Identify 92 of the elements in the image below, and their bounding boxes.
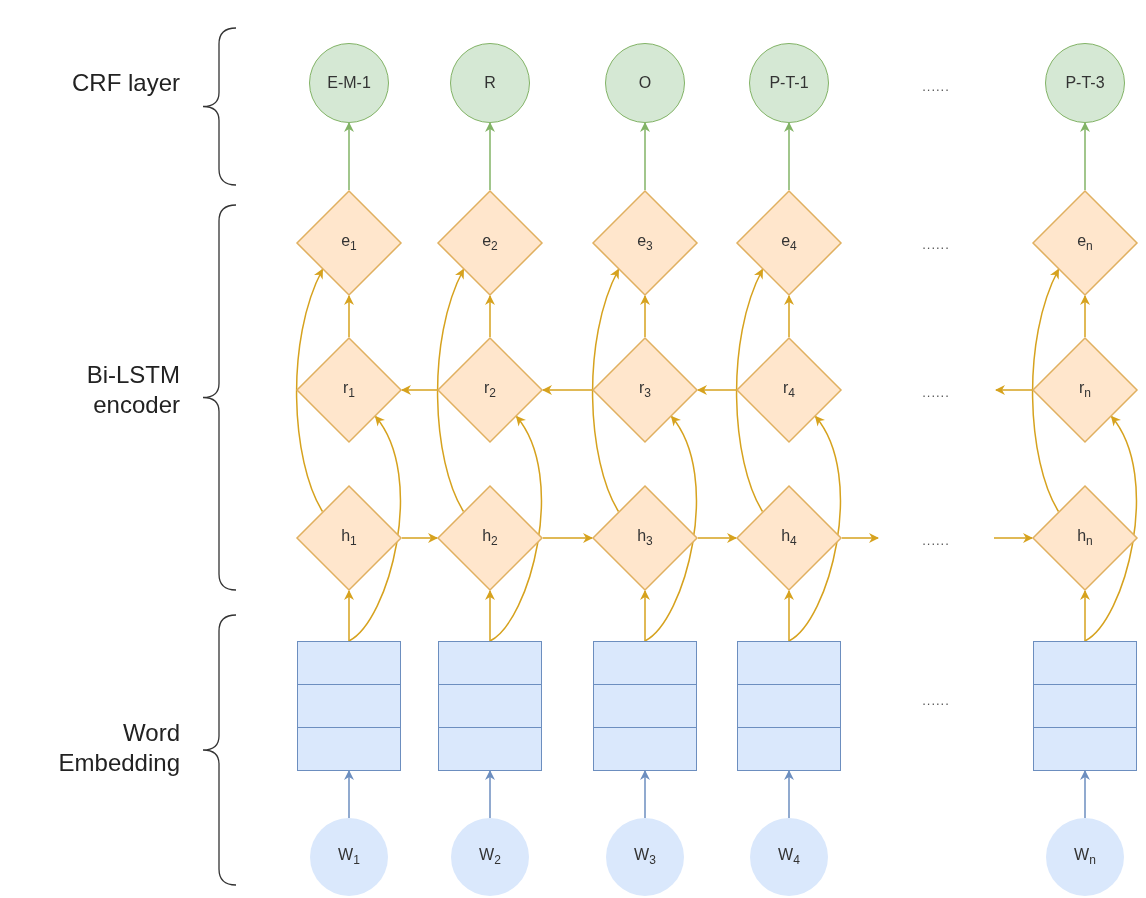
node-label: O [638,74,652,92]
arrow [401,385,438,395]
node-label: e$_{1}$ [341,232,357,254]
node-label: W$_{2}$ [479,846,501,868]
arrow [344,295,354,338]
node-label: r$_{4}$ [783,379,795,401]
diamond-node [1032,485,1138,591]
arrow [788,415,842,642]
node-label: e$_{n}$ [1077,232,1093,254]
ellipsis: ...... [922,236,950,252]
embedding-vector-box [297,641,401,771]
embedding-vector-box [1033,641,1137,771]
embedding-vector-box [737,641,841,771]
diamond-node [437,485,543,591]
node-label: r$_{2}$ [484,379,496,401]
node-label: E-M-1 [327,74,371,92]
arrow [784,122,794,191]
diamond-node [437,190,543,296]
node-label: W$_{1}$ [338,846,360,868]
arrow [644,415,698,642]
node-label: r$_{1}$ [343,379,355,401]
arrow [697,533,737,543]
node-label: e$_{2}$ [482,232,498,254]
node-label: h$_{n}$ [1077,527,1093,549]
arrow [485,122,495,191]
node-label: W$_{3}$ [634,846,656,868]
embedding-vector-box [593,641,697,771]
node-label: W$_{4}$ [778,846,800,868]
arrow [1080,122,1090,191]
arrow [489,415,543,642]
diamond-node [296,485,402,591]
arrow [1080,295,1090,338]
arrow [485,770,495,819]
ellipsis: ...... [922,78,950,94]
ellipsis: ...... [922,692,950,708]
arrow [1080,590,1090,642]
node-label: e$_{4}$ [781,232,797,254]
arrow [640,122,650,191]
arrow [344,122,354,191]
diamond-node [437,337,543,443]
arrow [295,268,324,513]
arrow [640,770,650,819]
diamond-node [736,485,842,591]
row-label: Bi-LSTM encoder [85,360,180,420]
arrow [993,533,1033,543]
arrow [542,385,593,395]
arrow [348,415,402,642]
diamond-node [1032,337,1138,443]
node-label: R [484,74,496,92]
arrow [485,590,495,642]
diamond-node [1032,190,1138,296]
row-label: Word Embedding [57,718,180,778]
arrow [485,295,495,338]
ellipsis: ...... [922,532,950,548]
arrow [995,385,1033,395]
arrow [784,295,794,338]
arrow [735,268,764,513]
diamond-node [592,485,698,591]
diamond-node [736,190,842,296]
node-label: r$_{n}$ [1079,379,1091,401]
ellipsis: ...... [922,384,950,400]
arrow [1031,268,1060,513]
arrow [784,590,794,642]
arrow [697,385,737,395]
node-label: P-T-3 [1065,74,1105,92]
embedding-vector-box [438,641,542,771]
diamond-node [736,337,842,443]
arrow [841,533,879,543]
arrow [591,268,620,513]
arrow [784,770,794,819]
arrow [1080,770,1090,819]
arrow [542,533,593,543]
arrow [344,590,354,642]
arrow [640,295,650,338]
node-label: h$_{3}$ [637,527,653,549]
row-label: CRF layer [71,68,180,98]
node-label: P-T-1 [769,74,809,92]
node-label: W$_{n}$ [1074,846,1096,868]
node-label: h$_{1}$ [341,527,357,549]
diamond-node [592,190,698,296]
arrow [1084,415,1138,642]
node-label: r$_{3}$ [639,379,651,401]
arrow [436,268,465,513]
arrow [344,770,354,819]
arrow [640,590,650,642]
diamond-node [592,337,698,443]
diamond-node [296,190,402,296]
node-label: h$_{4}$ [781,527,797,549]
diamond-node [296,337,402,443]
node-label: e$_{3}$ [637,232,653,254]
node-label: h$_{2}$ [482,527,498,549]
arrow [401,533,438,543]
